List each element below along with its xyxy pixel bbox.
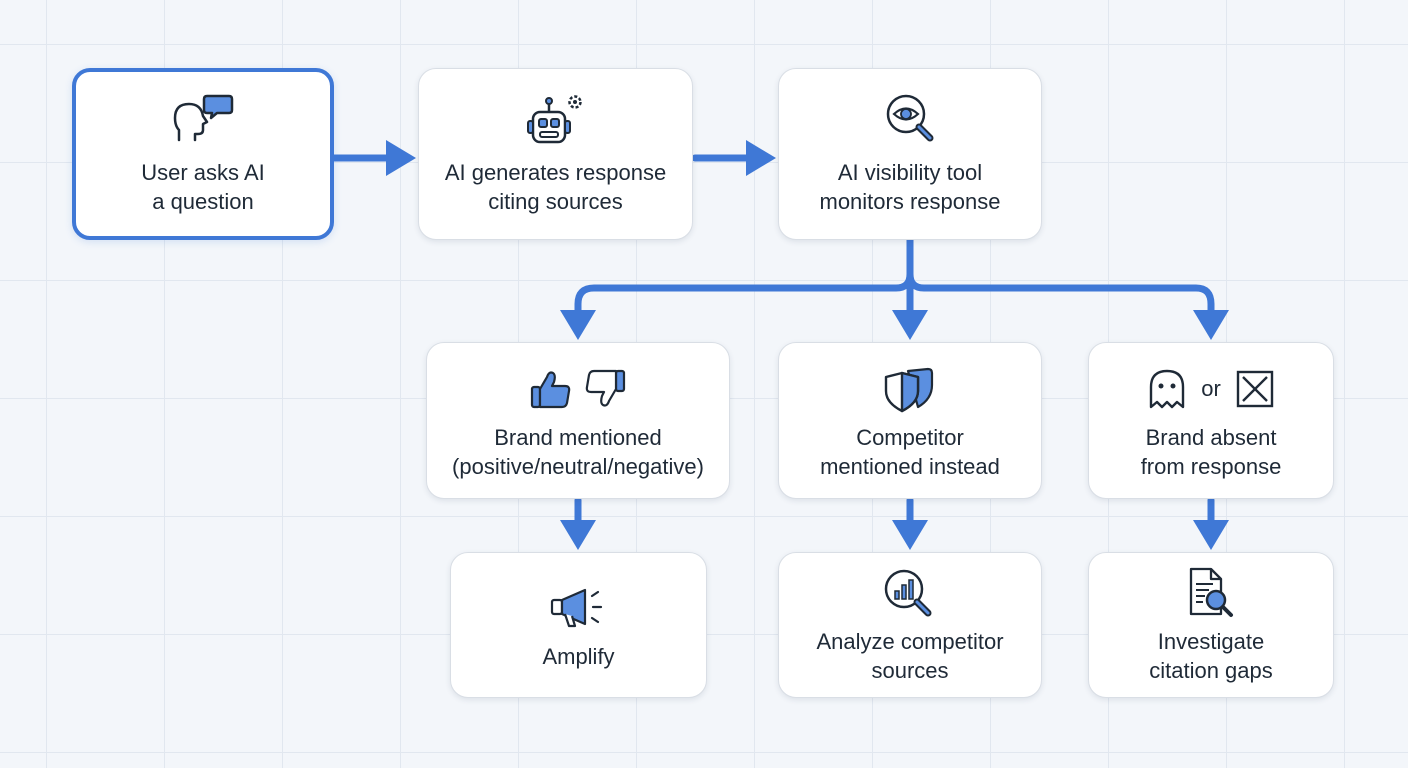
arrowhead-down bbox=[892, 520, 928, 550]
node-amplify: Amplify bbox=[450, 552, 707, 698]
node-competitor-mentioned: Competitor mentioned instead bbox=[778, 342, 1042, 499]
shield-icon bbox=[884, 367, 934, 412]
node-investigate-citation-gaps: Investigate citation gaps bbox=[1088, 552, 1334, 698]
node-label: User asks AI a question bbox=[141, 160, 265, 214]
node-label: Competitor mentioned instead bbox=[820, 424, 1000, 479]
x-box-icon bbox=[1236, 370, 1273, 407]
node-label: Brand absent from response bbox=[1140, 424, 1282, 479]
person-speech-icon bbox=[173, 94, 234, 142]
ghost-icon bbox=[1150, 369, 1185, 408]
node-ai-visibility-tool: AI visibility tool monitors response bbox=[778, 68, 1042, 240]
node-label: Brand mentioned (positive/neutral/negati… bbox=[452, 424, 704, 479]
connector-tool-right-branch bbox=[906, 270, 1215, 318]
arrowhead-right bbox=[746, 140, 776, 176]
arrowhead-down bbox=[560, 520, 596, 550]
thumbs-down-icon bbox=[585, 369, 626, 407]
node-brand-absent: or Brand absent from response bbox=[1088, 342, 1334, 499]
arrowhead-down bbox=[1193, 310, 1229, 340]
node-brand-mentioned: Brand mentioned (positive/neutral/negati… bbox=[426, 342, 730, 499]
eye-magnifier-icon bbox=[886, 94, 934, 142]
node-label: Analyze competitor sources bbox=[816, 629, 1004, 683]
node-label: AI visibility tool monitors response bbox=[819, 160, 1001, 214]
chart-magnifier-icon bbox=[884, 569, 932, 617]
node-label: Investigate citation gaps bbox=[1149, 629, 1273, 683]
or-text: or bbox=[1201, 375, 1221, 401]
arrowhead-down bbox=[560, 310, 596, 340]
document-search-icon bbox=[1189, 567, 1233, 617]
robot-gear-icon bbox=[526, 95, 582, 144]
thumbs-up-icon bbox=[530, 370, 571, 408]
megaphone-icon bbox=[550, 588, 602, 627]
node-label: AI generates response citing sources bbox=[444, 160, 667, 214]
arrowhead-down bbox=[1193, 520, 1229, 550]
node-ai-generates-response: AI generates response citing sources bbox=[418, 68, 693, 240]
node-label: Amplify bbox=[542, 643, 615, 669]
arrowhead-right bbox=[386, 140, 416, 176]
node-user-asks-ai: User asks AI a question bbox=[72, 68, 334, 240]
node-analyze-competitor-sources: Analyze competitor sources bbox=[778, 552, 1042, 698]
connector-tool-trunk bbox=[574, 236, 914, 318]
arrowhead-down bbox=[892, 310, 928, 340]
